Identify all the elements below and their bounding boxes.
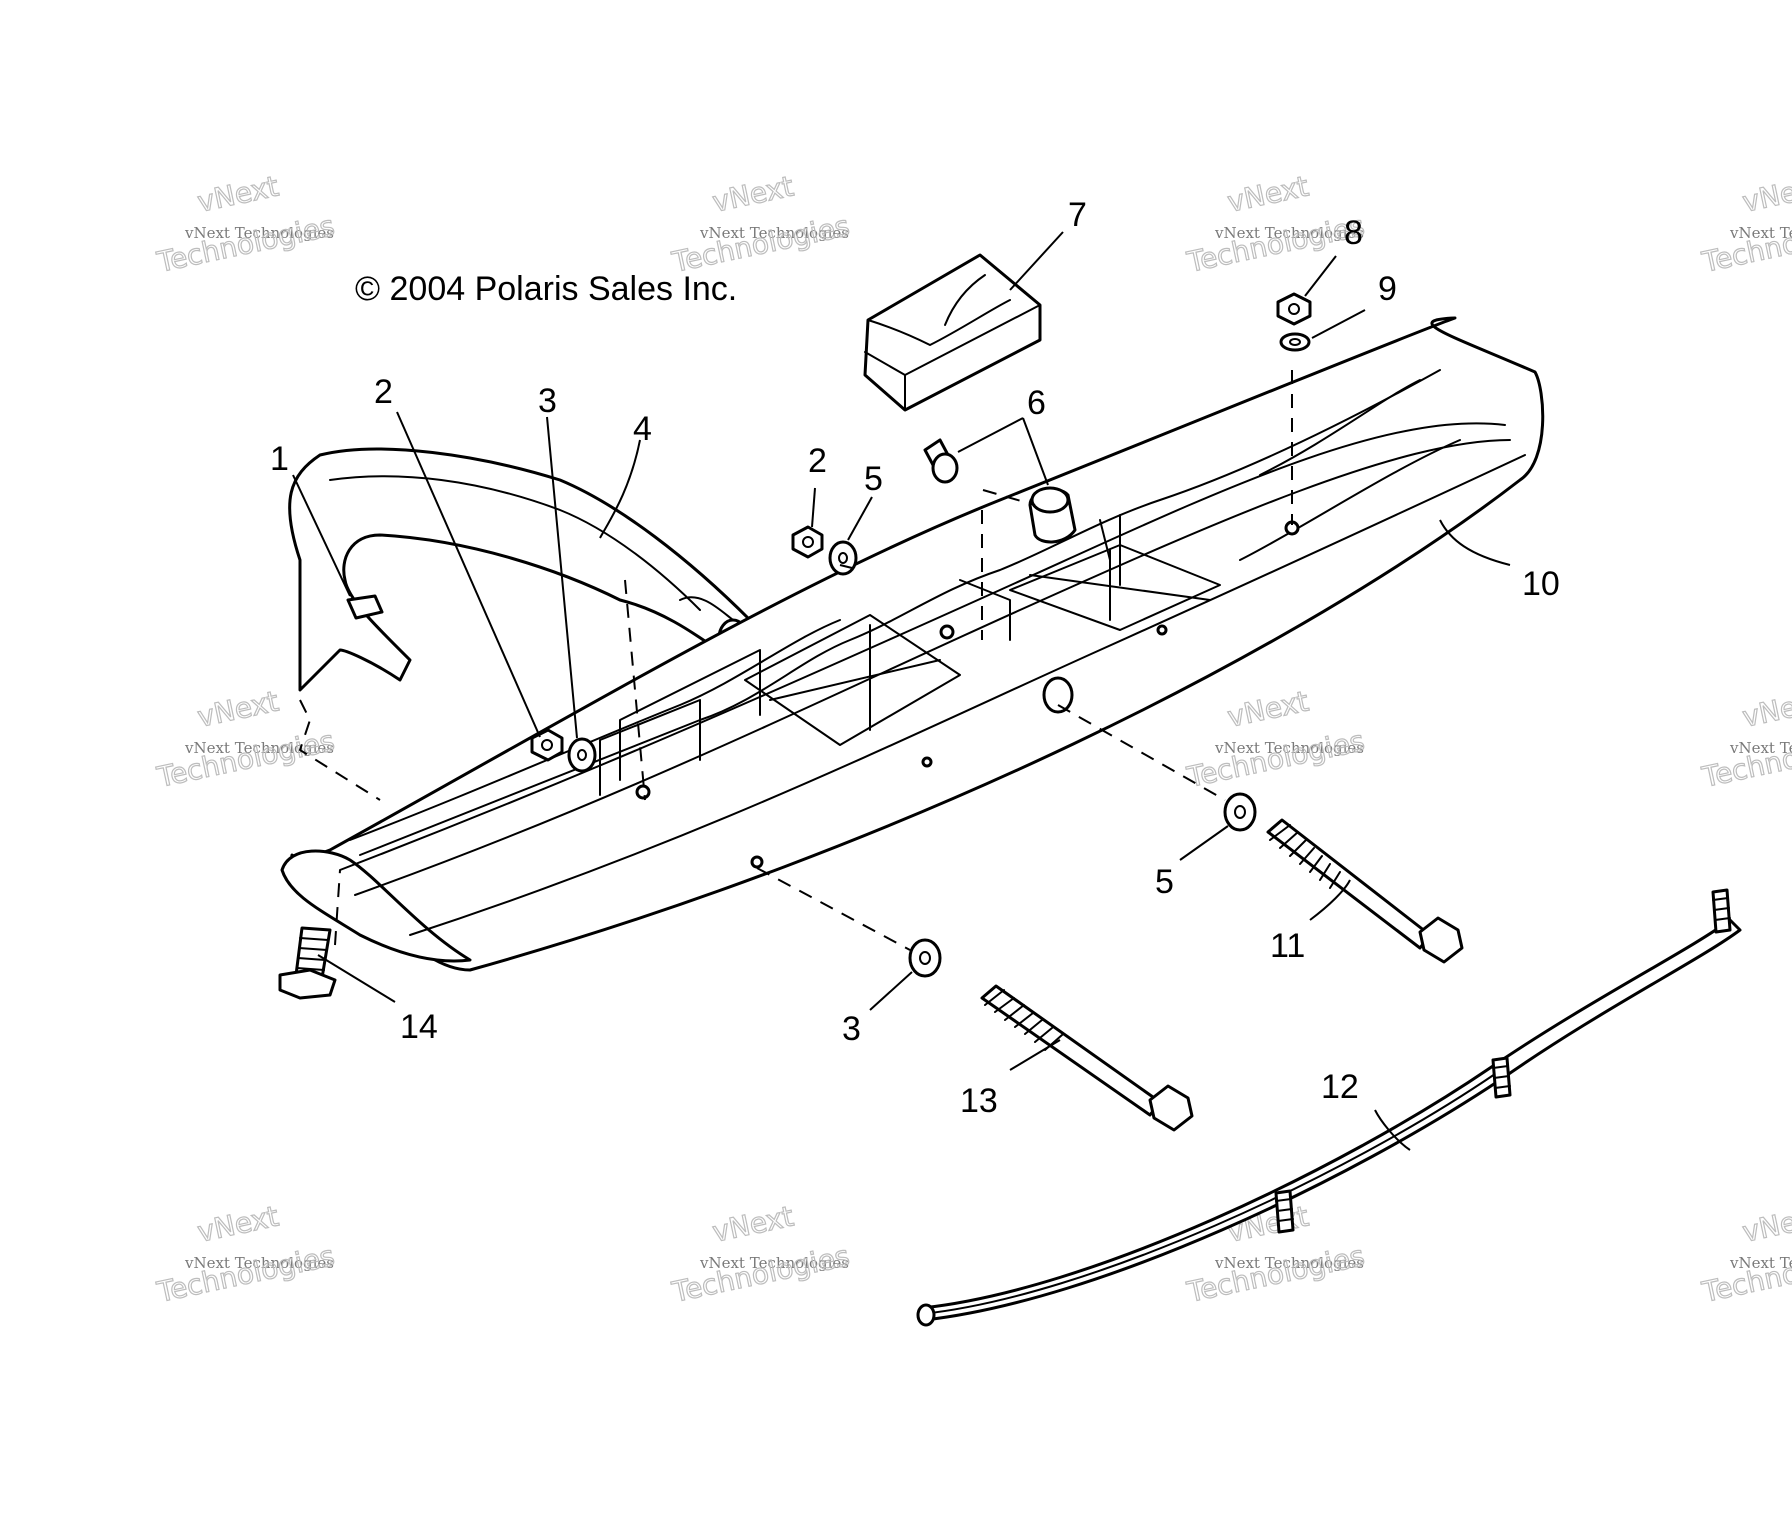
callout-2: 2 <box>374 373 393 411</box>
copyright-text: © 2004 Polaris Sales Inc. <box>355 270 737 308</box>
svg-text:vNext: vNext <box>1740 685 1792 734</box>
part-2-nut <box>791 525 824 559</box>
part-10-ski-body <box>280 316 1545 972</box>
svg-text:Technologies: Technologies <box>669 209 853 279</box>
ski-hole <box>921 756 933 768</box>
svg-text:vNext: vNext <box>195 685 282 734</box>
callout-3: 3 <box>538 382 557 420</box>
svg-text:vNext: vNext <box>1740 170 1792 219</box>
callout-8: 8 <box>1344 214 1363 252</box>
callout-11: 11 <box>1270 927 1305 965</box>
watermark: vNext vNext Technologies Technologies <box>1698 684 1792 795</box>
watermark: vNext vNext Technologies Technologies <box>153 169 338 280</box>
part-12-carbide-runner <box>916 888 1742 1327</box>
svg-text:vNext: vNext <box>195 170 282 219</box>
svg-text:Technologies: Technologies <box>154 724 338 794</box>
svg-text:vNext Technologies: vNext Technologies <box>1729 224 1792 242</box>
watermark: vNext vNext Technologies Technologies <box>1698 1199 1792 1310</box>
callout-10: 10 <box>1522 565 1560 603</box>
watermark: vNext vNext Technologies Technologies <box>668 169 853 280</box>
part-5-washer <box>1223 792 1257 832</box>
part-5-washer <box>828 540 858 576</box>
watermark: vNext vNext Technologies Technologies <box>1183 169 1368 280</box>
svg-text:Technologies: Technologies <box>1184 209 1368 279</box>
svg-text:vNext: vNext <box>1740 1200 1792 1249</box>
svg-text:vNext Technologies: vNext Technologies <box>184 739 334 757</box>
callouts: 1 2 3 4 2 5 6 7 8 9 10 5 11 3 13 12 14 <box>270 196 1560 1120</box>
callout-4: 4 <box>633 410 652 448</box>
part-8-nut <box>1276 292 1312 326</box>
svg-text:vNext: vNext <box>195 1200 282 1249</box>
svg-text:Technologies: Technologies <box>154 209 338 279</box>
part-11-bolt <box>1266 818 1464 964</box>
part-6-bushing <box>923 438 959 484</box>
watermark: vNext vNext Technologies Technologies <box>668 1199 853 1310</box>
callout-14: 14 <box>400 1008 438 1046</box>
leader-lines <box>292 231 1511 1151</box>
watermark: vNext vNext Technologies Technologies <box>153 684 338 795</box>
svg-text:vNext Technologies: vNext Technologies <box>1729 739 1792 757</box>
part-7-bumper <box>863 253 1042 412</box>
callout-5: 5 <box>864 460 883 498</box>
ski-hole <box>1156 624 1168 636</box>
svg-text:Technologies: Technologies <box>1184 1239 1368 1309</box>
ski-hole <box>939 624 955 640</box>
watermark: vNext vNext Technologies Technologies <box>1698 169 1792 280</box>
part-9-washer <box>1279 332 1311 352</box>
assembly-lines <box>298 370 1293 951</box>
svg-text:Technologies: Technologies <box>1699 1239 1792 1309</box>
svg-text:vNext: vNext <box>710 170 797 219</box>
ski-hole <box>1042 676 1074 714</box>
svg-text:vNext Technologies: vNext Technologies <box>699 224 849 242</box>
callout-3: 3 <box>842 1010 861 1048</box>
svg-text:vNext: vNext <box>1225 685 1312 734</box>
part-1-clip <box>346 594 384 620</box>
callout-2: 2 <box>808 442 827 480</box>
svg-text:vNext Technologies: vNext Technologies <box>699 1254 849 1272</box>
callout-5: 5 <box>1155 863 1174 901</box>
svg-text:Technologies: Technologies <box>1699 209 1792 279</box>
svg-text:vNext Technologies: vNext Technologies <box>1729 1254 1792 1272</box>
callout-7: 7 <box>1068 196 1087 234</box>
callout-9: 9 <box>1378 270 1397 308</box>
part-3-washer <box>567 737 597 773</box>
callout-1: 1 <box>270 440 289 478</box>
part-13-bolt <box>980 984 1194 1132</box>
svg-text:vNext Technologies: vNext Technologies <box>1214 1254 1364 1272</box>
part-14-bolt <box>278 926 337 1000</box>
svg-text:Technologies: Technologies <box>669 1239 853 1309</box>
svg-text:Technologies: Technologies <box>1699 724 1792 794</box>
watermark: vNext vNext Technologies Technologies <box>1183 684 1368 795</box>
svg-text:Technologies: Technologies <box>1184 724 1368 794</box>
part-6-bushing <box>1028 486 1077 544</box>
watermark: vNext vNext Technologies Technologies <box>1183 1199 1368 1310</box>
svg-text:vNext Technologies: vNext Technologies <box>1214 224 1364 242</box>
svg-text:vNext: vNext <box>1225 170 1312 219</box>
callout-13: 13 <box>960 1082 998 1120</box>
svg-text:vNext Technologies: vNext Technologies <box>184 1254 334 1272</box>
ski-hole <box>750 855 764 869</box>
svg-text:vNext Technologies: vNext Technologies <box>1214 739 1364 757</box>
ski-hole <box>635 784 651 800</box>
callout-6: 6 <box>1027 384 1046 422</box>
part-2-nut <box>530 728 564 762</box>
watermark: vNext vNext Technologies Technologies <box>153 1199 338 1310</box>
callout-12: 12 <box>1321 1068 1359 1106</box>
svg-text:vNext: vNext <box>710 1200 797 1249</box>
svg-text:Technologies: Technologies <box>154 1239 338 1309</box>
part-3-washer <box>908 938 942 978</box>
svg-text:vNext Technologies: vNext Technologies <box>184 224 334 242</box>
